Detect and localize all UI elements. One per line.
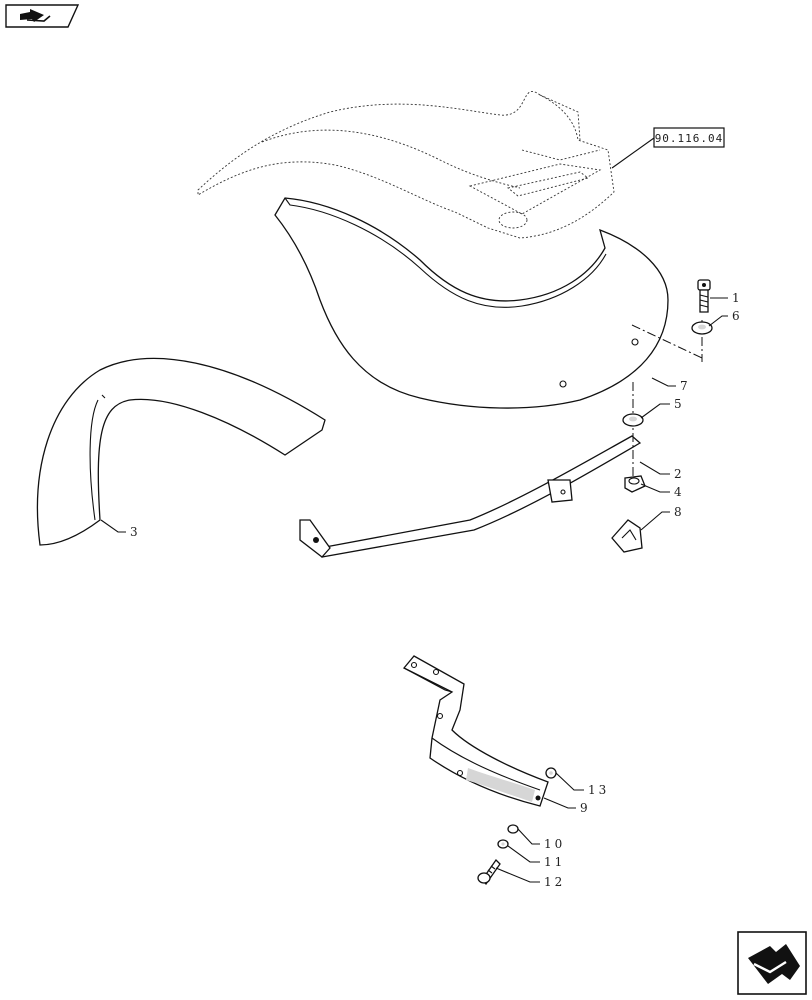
clip [611, 519, 643, 553]
callout-9: 9 [580, 801, 588, 815]
washer [691, 321, 713, 335]
nut-10 [507, 824, 519, 834]
callout-11: 11 [544, 855, 565, 869]
support-bar [299, 435, 642, 558]
callout-13: 13 [588, 783, 609, 797]
callout-1: 1 [732, 291, 740, 305]
bolt [697, 279, 711, 313]
washer-11 [497, 839, 509, 849]
callout-12: 12 [544, 875, 565, 889]
callout-2: 2 [674, 467, 682, 481]
callout-10: 10 [544, 837, 565, 851]
callout-5: 5 [674, 397, 682, 411]
callout-8: 8 [674, 505, 682, 519]
reference-box-text: 90.116.04 [655, 132, 724, 145]
reference-box[interactable]: 90.116.04 [653, 127, 725, 148]
callout-7: 7 [680, 379, 688, 393]
callout-4: 4 [674, 485, 682, 499]
next-page-arrow-icon[interactable] [737, 931, 807, 995]
wheel-fender [36, 357, 326, 546]
bracket [402, 655, 549, 807]
washer-13 [545, 767, 557, 779]
leader-lines [100, 297, 728, 883]
nut [624, 475, 646, 493]
callout-3: 3 [130, 525, 138, 539]
fender-cover [274, 197, 669, 409]
reference-assembly-outline [197, 91, 615, 239]
washer-lower [622, 413, 644, 427]
bolt-12 [477, 858, 501, 886]
callout-6: 6 [732, 309, 740, 323]
previous-page-arrow-icon[interactable] [5, 4, 80, 28]
